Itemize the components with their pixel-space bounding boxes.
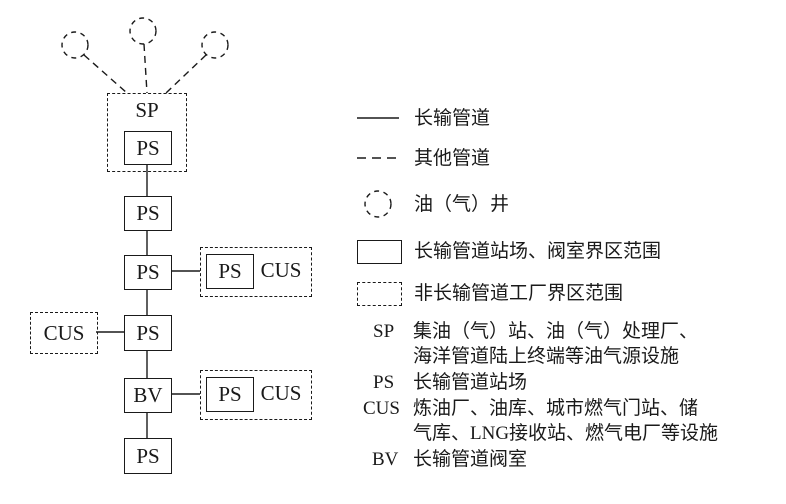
- ps-cus-facility-boundary: PS CUS: [200, 370, 312, 420]
- well-icon: [129, 17, 157, 45]
- station-node-ps: PS: [206, 377, 254, 412]
- legend-station-boundary-icon: [357, 240, 402, 264]
- cus-label: CUS: [260, 258, 302, 282]
- legend-plant-boundary-icon: [357, 282, 402, 306]
- abbr-sp-desc-line2: 海洋管道陆上终端等油气源设施: [413, 346, 680, 367]
- well-icon: [61, 31, 89, 59]
- abbr-sp: SP: [373, 321, 395, 342]
- well-icon: [201, 31, 229, 59]
- legend-item-label: 长输管道站场、阀室界区范围: [414, 241, 662, 262]
- abbr-cus-desc-line2: 气库、LNG接收站、燃气电厂等设施: [413, 423, 719, 444]
- ps-cus-facility-boundary: PS CUS: [200, 247, 312, 297]
- station-node-ps: PS: [124, 255, 172, 290]
- abbr-cus-desc-line1: 炼油厂、油库、城市燃气门站、储: [413, 398, 699, 419]
- station-node-ps: PS: [206, 254, 254, 289]
- abbr-cus: CUS: [363, 398, 400, 419]
- other-pipeline-segment: [83, 54, 128, 94]
- legend-item-label: 油（气）井: [414, 194, 510, 215]
- station-node-ps: PS: [124, 131, 172, 165]
- cus-label: CUS: [260, 381, 302, 405]
- other-pipeline-segment: [165, 54, 207, 94]
- abbr-ps-desc-line1: 长输管道站场: [413, 372, 528, 393]
- abbr-bv-desc-line1: 长输管道阀室: [413, 449, 528, 470]
- cus-label: CUS: [43, 320, 85, 345]
- station-node-ps: PS: [124, 438, 172, 474]
- abbr-ps: PS: [373, 372, 395, 393]
- abbr-sp-desc-line1: 集油（气）站、油（气）处理厂、: [413, 321, 699, 342]
- valve-node-bv: BV: [124, 378, 172, 413]
- legend-well-icon: [364, 190, 392, 218]
- cus-facility-boundary: CUS: [30, 312, 98, 354]
- sp-group-label: SP: [135, 98, 159, 122]
- station-node-ps: PS: [124, 196, 172, 231]
- legend-item-label: 长输管道: [414, 108, 491, 129]
- other-pipeline-segment: [143, 43, 148, 94]
- legend-item-label: 其他管道: [414, 148, 491, 169]
- legend-item-label: 非长输管道工厂界区范围: [414, 283, 624, 304]
- sp-facility-boundary: SP: [107, 93, 187, 172]
- station-node-ps: PS: [124, 315, 172, 351]
- abbr-bv: BV: [372, 449, 399, 470]
